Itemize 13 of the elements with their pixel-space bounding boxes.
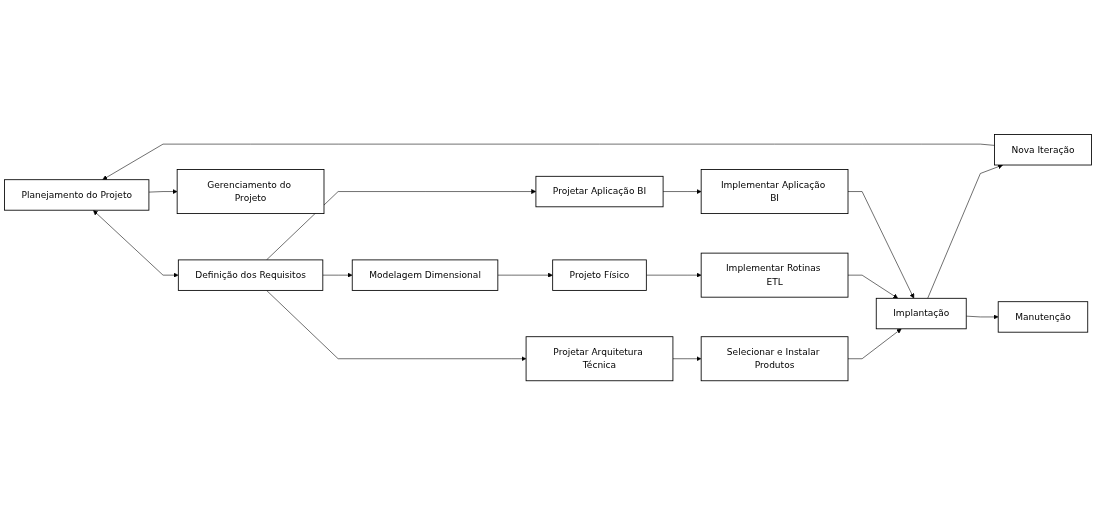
- node-box: Projetar Aplicação BI: [535, 176, 664, 208]
- node-box: Modelagem Dimensional: [351, 259, 499, 292]
- node-box: Implementar Rotinas ETL: [700, 253, 849, 298]
- node-box: Implantação: [875, 298, 967, 330]
- node-box: Nova Iteração: [994, 134, 1092, 166]
- node-box: Definição dos Requisitos: [177, 259, 324, 292]
- node-box: Selecionar e Instalar Produtos: [700, 336, 849, 382]
- node-box: Projeto Físico: [552, 259, 647, 292]
- node-box: Manutenção: [997, 301, 1089, 333]
- node-box: Implementar Aplicação BI: [700, 169, 849, 215]
- node-box: Gerenciamento do Projeto: [176, 169, 325, 215]
- node-box: Projetar Arquitetura Técnica: [525, 336, 674, 382]
- node-box: Planejamento do Projeto: [4, 179, 150, 211]
